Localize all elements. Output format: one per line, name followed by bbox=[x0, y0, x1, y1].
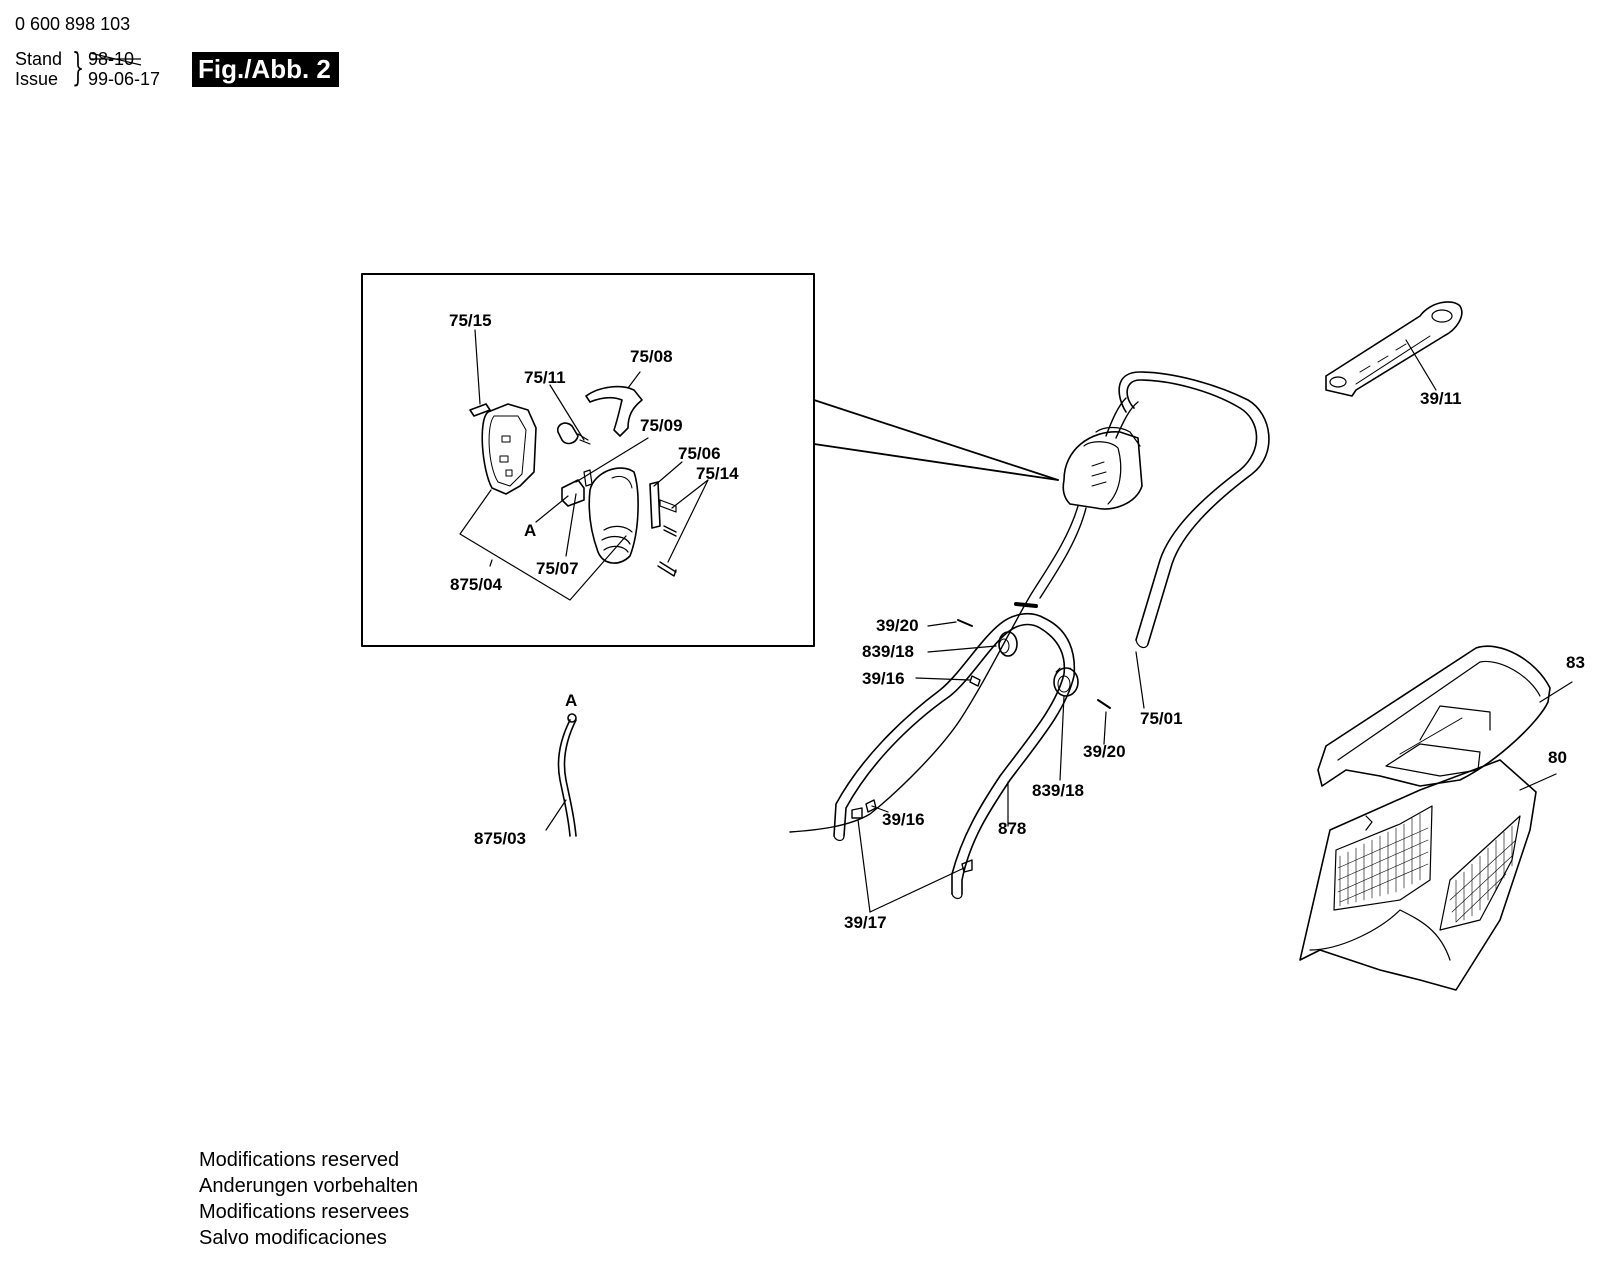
label-39-16-upper: 39/16 bbox=[862, 669, 905, 688]
handle-cable bbox=[789, 505, 1079, 833]
label-75-07: 75/07 bbox=[536, 559, 579, 578]
bolt-39-20-lower bbox=[1097, 699, 1111, 709]
label-39-20-upper: 39/20 bbox=[876, 616, 919, 635]
label-39-11: 39/11 bbox=[1420, 389, 1462, 408]
label-75-01: 75/01 bbox=[1140, 709, 1183, 728]
inset-callout-line-top bbox=[813, 399, 1059, 481]
label-a-cable: A bbox=[565, 691, 577, 710]
document-number: 0 600 898 103 bbox=[15, 14, 131, 34]
detail-inset-frame bbox=[361, 273, 815, 647]
strikethrough-icon bbox=[89, 52, 142, 66]
part-75-14-screws bbox=[657, 525, 677, 577]
knob-839-18-upper bbox=[998, 631, 1018, 657]
notice-line-es: Salvo modificaciones bbox=[199, 1227, 387, 1249]
cable-875-03 bbox=[557, 713, 577, 837]
screw-39-17-left bbox=[851, 807, 863, 819]
label-839-18-upper: 839/18 bbox=[862, 642, 914, 661]
part-75-15-strip bbox=[469, 403, 491, 417]
label-75-15: 75/15 bbox=[449, 311, 492, 330]
notice-line-de: Anderungen vorbehalten bbox=[199, 1175, 419, 1197]
notice-line-fr: Modifications reservees bbox=[199, 1201, 410, 1223]
label-39-20-lower: 39/20 bbox=[1083, 742, 1126, 761]
label-75-09: 75/09 bbox=[640, 416, 683, 435]
lower-handle-frame bbox=[833, 612, 1076, 900]
figure-tag: Fig./Abb. 2 bbox=[192, 52, 339, 87]
label-75-14: 75/14 bbox=[696, 464, 739, 483]
switch-housing-half bbox=[481, 403, 537, 495]
modifications-notice: Modifications reserved Anderungen vorbeh… bbox=[199, 1147, 418, 1251]
upper-handle-bar bbox=[1118, 371, 1270, 649]
brace-icon: } bbox=[72, 45, 85, 89]
issue-date: 99-06-17 bbox=[88, 69, 161, 89]
label-878: 878 bbox=[998, 819, 1026, 838]
label-83: 83 bbox=[1566, 653, 1585, 672]
handle-switch-housing bbox=[1062, 397, 1143, 510]
grass-box-lid-83 bbox=[1317, 645, 1551, 787]
bolt-39-20-upper bbox=[957, 619, 973, 627]
part-75-06-bracket bbox=[649, 481, 677, 529]
issue-label: Issue bbox=[15, 69, 59, 89]
label-39-17: 39/17 bbox=[844, 913, 887, 932]
label-875-03: 875/03 bbox=[474, 829, 526, 848]
knob-839-18-lower bbox=[1053, 667, 1079, 697]
label-75-08: 75/08 bbox=[630, 347, 673, 366]
grass-box-mesh bbox=[1337, 813, 1517, 923]
part-75-08-clip bbox=[585, 385, 643, 437]
label-75-06: 75/06 bbox=[678, 444, 721, 463]
stand-label: Stand bbox=[15, 49, 63, 69]
screw-39-17-right bbox=[961, 859, 973, 873]
label-839-18-lower: 839/18 bbox=[1032, 781, 1084, 800]
nut-39-16-upper bbox=[969, 675, 981, 687]
label-a-inset: A bbox=[524, 521, 536, 540]
label-39-16-lower: 39/16 bbox=[882, 810, 925, 829]
inset-callout-line-bottom bbox=[813, 443, 1059, 481]
notice-line-en: Modifications reserved bbox=[199, 1149, 400, 1171]
part-75-11-knob bbox=[556, 422, 591, 445]
part-39-11-spanner bbox=[1325, 301, 1463, 397]
label-875-04: 875/04 bbox=[450, 575, 503, 594]
label-80: 80 bbox=[1548, 748, 1567, 767]
grass-box-basket-80 bbox=[1299, 759, 1537, 991]
part-75-07-cover bbox=[588, 467, 639, 564]
label-75-11: 75/11 bbox=[524, 368, 566, 387]
